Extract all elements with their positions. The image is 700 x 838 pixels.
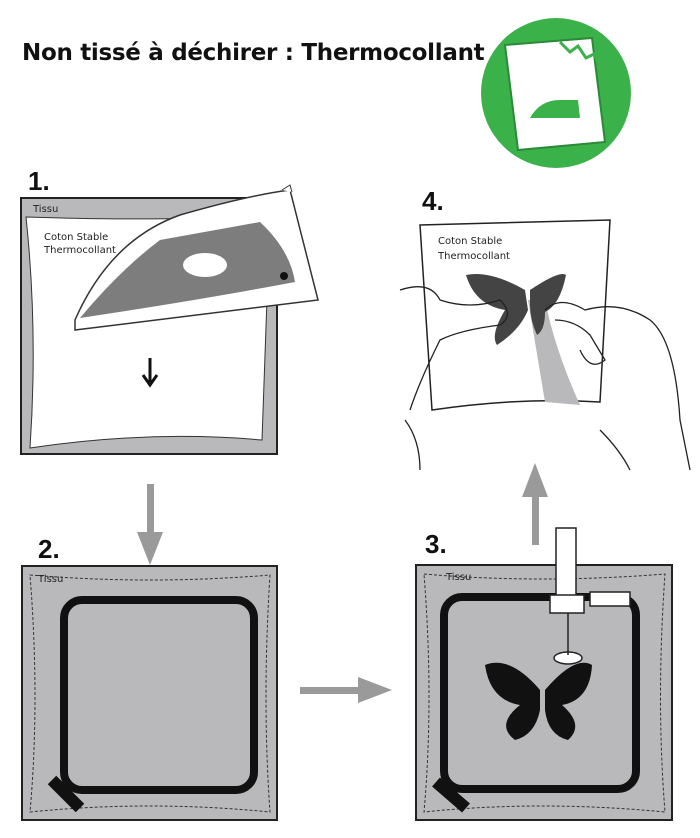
stabilizer-label-line2: Thermocollant [43,245,116,256]
iron-icon [74,184,319,331]
butterfly-icon [485,662,592,740]
stabilizer-label-line2: Thermocollant [437,251,510,262]
step-3-panel: Tissu [415,527,673,821]
arrow-3-to-4-icon [522,463,548,545]
down-arrow-icon [141,358,159,388]
fabric-label: Tissu [37,574,63,585]
presser-foot-icon [549,527,631,665]
fabric-label: Tissu [445,572,471,583]
tearaway-iron-badge-icon [481,18,631,168]
step-2-panel: Tissu [21,565,278,821]
step-1-panel: Tissu Coton Stable Thermocollant [20,184,319,455]
arrow-2-to-3-icon [300,677,392,703]
hands-illustration [399,286,691,471]
arrow-1-to-2-icon [137,484,163,565]
step-4-number: 4. [422,186,444,216]
embroidery-hoop [60,596,258,794]
step-2-number: 2. [38,534,60,564]
stabilizer-label-line1: Coton Stable [44,232,108,243]
step-4-panel: Coton Stable Thermocollant [399,219,691,471]
butterfly-icon [466,274,566,345]
fabric-label: Tissu [32,204,58,215]
step-1-number: 1. [28,166,50,196]
step-3-number: 3. [425,529,447,559]
stabilizer-label-line1: Coton Stable [438,236,502,247]
embroidery-hoop [440,593,640,793]
page-title: Non tissé à déchirer : Thermocollant [22,40,485,66]
